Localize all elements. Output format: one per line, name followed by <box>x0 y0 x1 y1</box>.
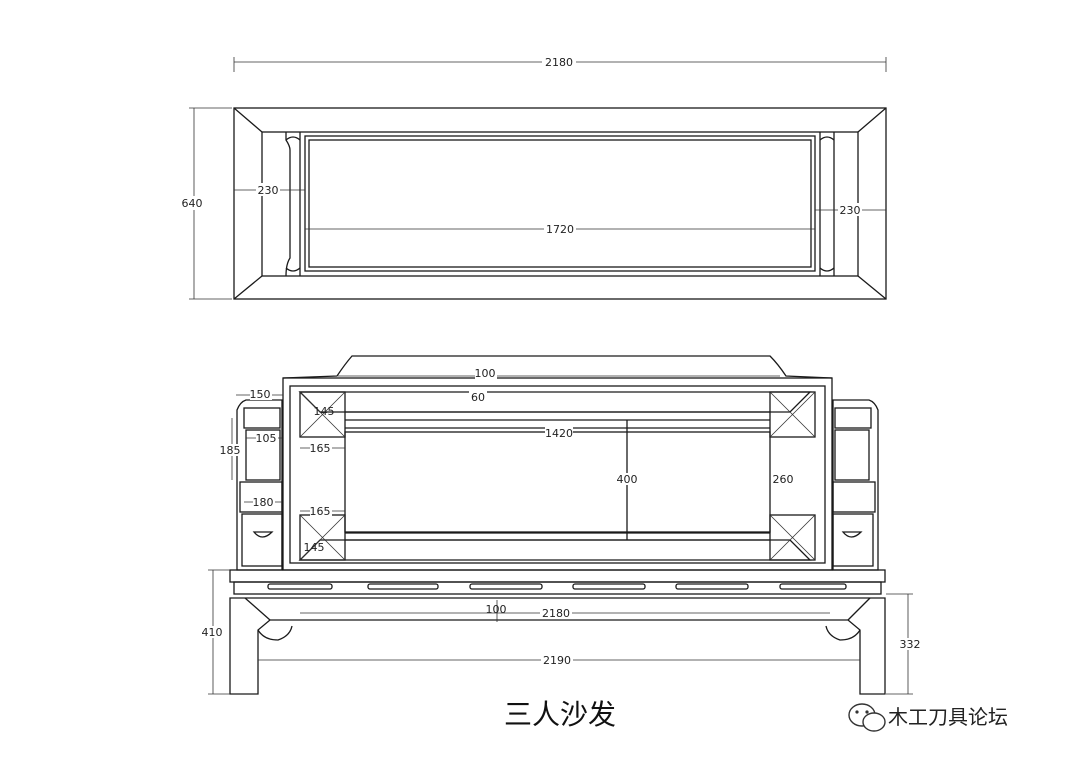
watermark: 木工刀具论坛 <box>848 703 1008 732</box>
dim-drawer-width: 180 <box>253 496 274 509</box>
dim-leg-height: 332 <box>900 638 921 651</box>
dim-left-arm: 230 <box>258 184 279 197</box>
dim-seat-width: 1720 <box>546 223 574 236</box>
wechat-icon <box>848 703 886 732</box>
apron-slots <box>267 583 847 590</box>
dim-right-arm: 230 <box>840 204 861 217</box>
crest-rail <box>282 355 833 379</box>
top-inner-frame <box>261 131 859 277</box>
dim-arm-panel: 105 <box>256 432 277 445</box>
front-view: 100 60 150 145 105 185 165 180 165 145 1… <box>201 355 921 695</box>
drawing-caption: 三人沙发 <box>504 698 616 731</box>
dim-crest-height: 100 <box>475 367 496 380</box>
dim-corner-lower: 145 <box>304 541 325 554</box>
dim-top-rail: 60 <box>471 391 485 404</box>
back-panel <box>344 431 771 533</box>
dim-overall-width: 2180 <box>545 56 573 69</box>
back-top-rail <box>298 391 812 413</box>
top-seat-outer <box>304 135 816 272</box>
dim-depth: 640 <box>182 197 203 210</box>
dim-seat-width-front: 2180 <box>542 607 570 620</box>
dim-arm-height: 185 <box>220 444 241 457</box>
top-seat-inner <box>308 139 812 268</box>
dim-right: 260 <box>773 473 794 486</box>
corner-blocks <box>299 391 816 561</box>
dim-inner-width: 1420 <box>545 427 573 440</box>
dimension-depth: 640 <box>180 107 232 300</box>
dim-apron-height: 100 <box>486 603 507 616</box>
top-view: 2180 640 230 <box>180 55 887 300</box>
dim-back-panel-height: 400 <box>617 473 638 486</box>
dim-spacer-lower: 165 <box>310 505 331 518</box>
right-arm <box>832 399 879 571</box>
dim-base-height: 410 <box>202 626 223 639</box>
watermark-text: 木工刀具论坛 <box>888 705 1008 729</box>
dim-post-detail: 145 <box>314 405 335 418</box>
dim-post-width: 150 <box>250 388 271 401</box>
seat-apron <box>233 581 882 595</box>
back-bottom-rail <box>298 539 812 561</box>
back-frame-outer <box>282 377 833 571</box>
left-arm <box>236 399 283 571</box>
top-outer-frame <box>233 107 887 300</box>
dim-base-width: 2190 <box>543 654 571 667</box>
seat-rail <box>229 569 886 583</box>
dim-spacer-upper: 165 <box>310 442 331 455</box>
dimension-overall-width: 2180 <box>233 55 887 72</box>
